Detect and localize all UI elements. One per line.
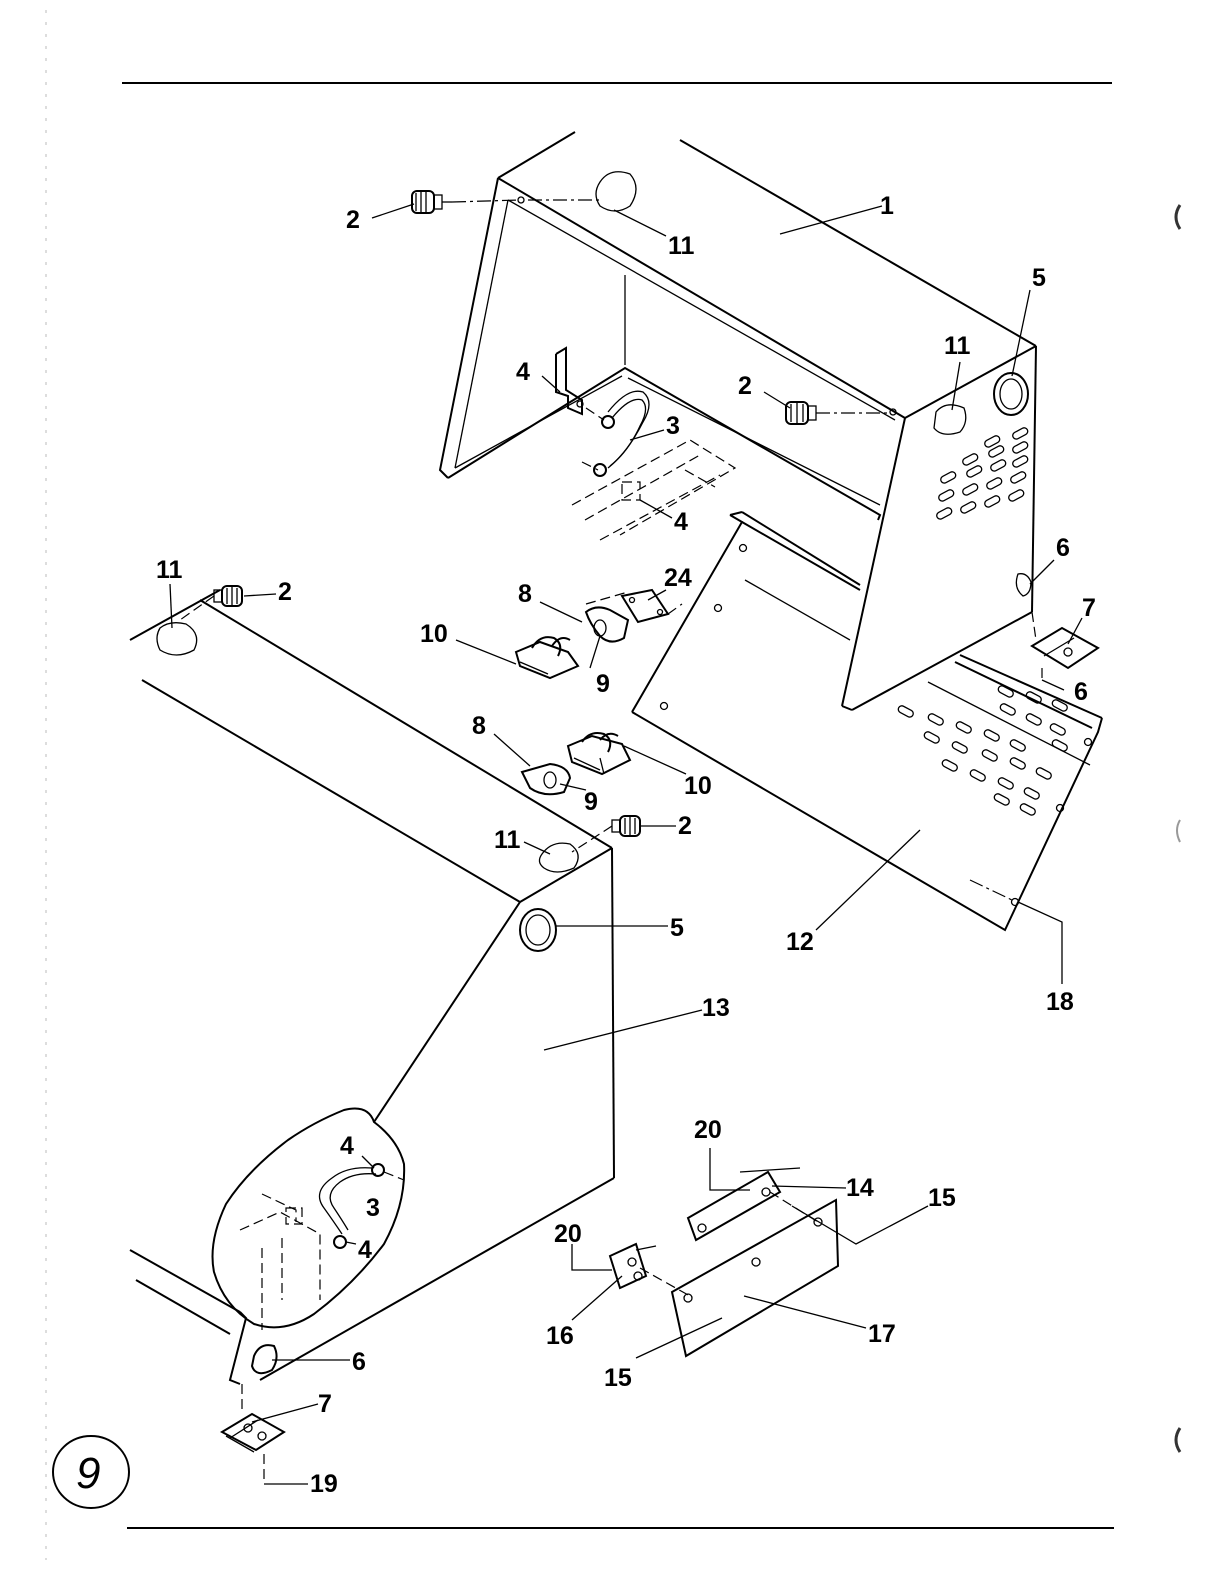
- callout-20: 20: [554, 1220, 582, 1248]
- callout-11: 11: [944, 332, 971, 360]
- callout-11: 11: [156, 556, 183, 584]
- screw-2-lower-right: [571, 815, 641, 853]
- callout-13: 13: [702, 994, 730, 1022]
- clamp-assembly-lower: [520, 732, 632, 796]
- part-17-plate: [639, 1191, 840, 1358]
- callout-8: 8: [472, 712, 486, 740]
- callout-2: 2: [278, 578, 292, 606]
- callout-4: 4: [340, 1132, 354, 1160]
- part-16-bracket: [608, 1242, 657, 1290]
- callout-2: 2: [738, 372, 752, 400]
- callout-18: 18: [1046, 988, 1074, 1016]
- callout-3: 3: [666, 412, 680, 440]
- hinge-7-lower: [219, 1384, 286, 1484]
- callout-9: 9: [584, 788, 598, 816]
- callout-4: 4: [516, 358, 530, 386]
- page-number-stamp: 9: [52, 1435, 130, 1509]
- scan-edge-marks: [45, 10, 1182, 1560]
- part-13-lower-cabinet: [129, 589, 615, 1385]
- ground-wire-3-upper: [555, 346, 737, 541]
- screw-2-upper-left: [411, 190, 600, 214]
- callout-labels: 1 2 11 5 11 2 4 3 4 6 7 6 11 2 8 24 10 9…: [156, 192, 1096, 1498]
- callout-11: 11: [668, 232, 695, 260]
- part-12-bottom-panel: [631, 511, 1103, 932]
- callout-7: 7: [1082, 594, 1096, 622]
- callout-2: 2: [678, 812, 692, 840]
- screw-2-lower-left: [179, 585, 243, 621]
- hinge-7-upper: [1030, 611, 1100, 680]
- part-1-upper-cabinet: [438, 131, 1037, 711]
- callout-1: 1: [880, 192, 894, 220]
- callout-17: 17: [868, 1320, 896, 1348]
- callout-24: 24: [664, 564, 692, 592]
- callout-15: 15: [928, 1184, 956, 1212]
- clamp-assembly-upper: [514, 588, 683, 680]
- callout-2: 2: [346, 206, 360, 234]
- callout-5: 5: [670, 914, 684, 942]
- callout-6: 6: [1074, 678, 1088, 706]
- page-number: 9: [76, 1449, 100, 1498]
- callout-16: 16: [546, 1322, 574, 1350]
- callout-9: 9: [596, 670, 610, 698]
- callout-8: 8: [518, 580, 532, 608]
- callout-12: 12: [786, 928, 814, 956]
- ground-wire-3-lower: [239, 1163, 405, 1330]
- callout-14: 14: [846, 1174, 874, 1202]
- callout-19: 19: [310, 1470, 338, 1498]
- callout-6: 6: [1056, 534, 1070, 562]
- leader-lines: [169, 203, 1083, 1485]
- callout-11: 11: [494, 826, 521, 854]
- callout-10: 10: [420, 620, 448, 648]
- callout-6: 6: [352, 1348, 366, 1376]
- callout-7: 7: [318, 1390, 332, 1418]
- callout-3: 3: [366, 1194, 380, 1222]
- vent-slots-upper: [936, 427, 1029, 520]
- callout-4: 4: [358, 1236, 372, 1264]
- callout-4: 4: [674, 508, 688, 536]
- screw-2-upper-right: [785, 401, 897, 425]
- callout-5: 5: [1032, 264, 1046, 292]
- callout-10: 10: [684, 772, 712, 800]
- callout-15: 15: [604, 1364, 632, 1392]
- vent-slots-lower: [897, 685, 1068, 816]
- callout-20: 20: [694, 1116, 722, 1144]
